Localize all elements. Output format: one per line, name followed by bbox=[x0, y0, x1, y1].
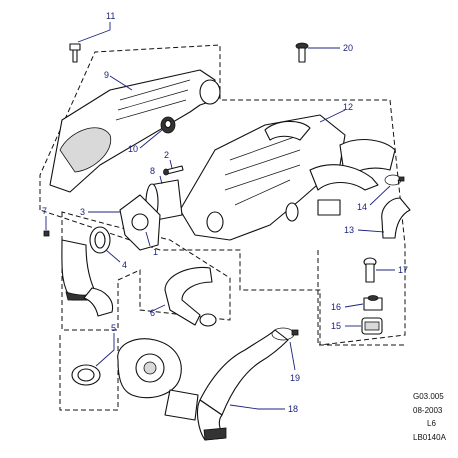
leader-13 bbox=[357, 229, 385, 233]
leader-4 bbox=[105, 249, 121, 263]
leader-11 bbox=[77, 22, 111, 43]
footer-model: L6 bbox=[427, 419, 436, 428]
outlet-hose bbox=[381, 197, 411, 239]
elbow-hose bbox=[164, 266, 217, 327]
leader-5 bbox=[95, 333, 115, 367]
callout-11: 11 bbox=[106, 11, 115, 21]
footer-date: 08-2003 bbox=[413, 406, 443, 415]
callout-15: 15 bbox=[331, 321, 341, 331]
leader-8 bbox=[159, 175, 163, 185]
leader-18 bbox=[229, 404, 285, 410]
callout-5: 5 bbox=[111, 323, 116, 333]
bolt-washer bbox=[295, 42, 309, 63]
bolt-top bbox=[69, 43, 81, 63]
leader-10 bbox=[139, 129, 163, 149]
leader-2 bbox=[169, 159, 173, 169]
callout-13: 13 bbox=[344, 225, 354, 235]
stud bbox=[363, 257, 377, 283]
group-outline-mounts bbox=[317, 250, 405, 346]
long-hose bbox=[196, 329, 289, 441]
callout-12: 12 bbox=[343, 102, 353, 112]
callout-8: 8 bbox=[150, 166, 155, 176]
leader-6 bbox=[149, 304, 166, 313]
small-bolt bbox=[43, 230, 50, 237]
leader-9 bbox=[109, 75, 133, 91]
callout-18: 18 bbox=[288, 404, 298, 414]
callout-2: 2 bbox=[164, 150, 169, 160]
callout-4: 4 bbox=[122, 260, 127, 270]
screw bbox=[163, 165, 184, 176]
callout-14: 14 bbox=[357, 202, 367, 212]
flange-housing bbox=[119, 194, 161, 251]
callout-1: 1 bbox=[153, 247, 158, 257]
engine-cover bbox=[49, 69, 221, 193]
bush bbox=[363, 295, 383, 311]
callout-17: 17 bbox=[398, 265, 408, 275]
gasket-ring bbox=[89, 226, 111, 254]
callout-9: 9 bbox=[104, 70, 109, 80]
footer-ref: G03.005 bbox=[413, 392, 444, 401]
callout-7: 7 bbox=[42, 206, 47, 216]
group-outline-turbo bbox=[59, 335, 119, 411]
intake-hose-left bbox=[61, 239, 114, 317]
leader-16 bbox=[344, 303, 364, 308]
hose-clamp bbox=[271, 327, 299, 341]
leader-12 bbox=[319, 109, 346, 123]
callout-3: 3 bbox=[80, 207, 85, 217]
hose-clamp-upper bbox=[384, 174, 405, 186]
callout-16: 16 bbox=[331, 302, 341, 312]
rubber-mount bbox=[361, 317, 383, 335]
intake-manifold bbox=[179, 114, 396, 241]
grommet bbox=[160, 116, 176, 134]
leader-14 bbox=[369, 185, 391, 206]
leader-19 bbox=[289, 341, 296, 371]
callout-19: 19 bbox=[290, 373, 300, 383]
adapter-ring bbox=[71, 364, 101, 386]
callout-20: 20 bbox=[343, 43, 353, 53]
leader-1 bbox=[145, 231, 151, 247]
callout-10: 10 bbox=[128, 144, 138, 154]
footer-code: LB0140A bbox=[413, 433, 447, 442]
group-outline-intake bbox=[39, 44, 406, 346]
callout-6: 6 bbox=[150, 308, 155, 318]
turbocharger bbox=[117, 338, 199, 421]
